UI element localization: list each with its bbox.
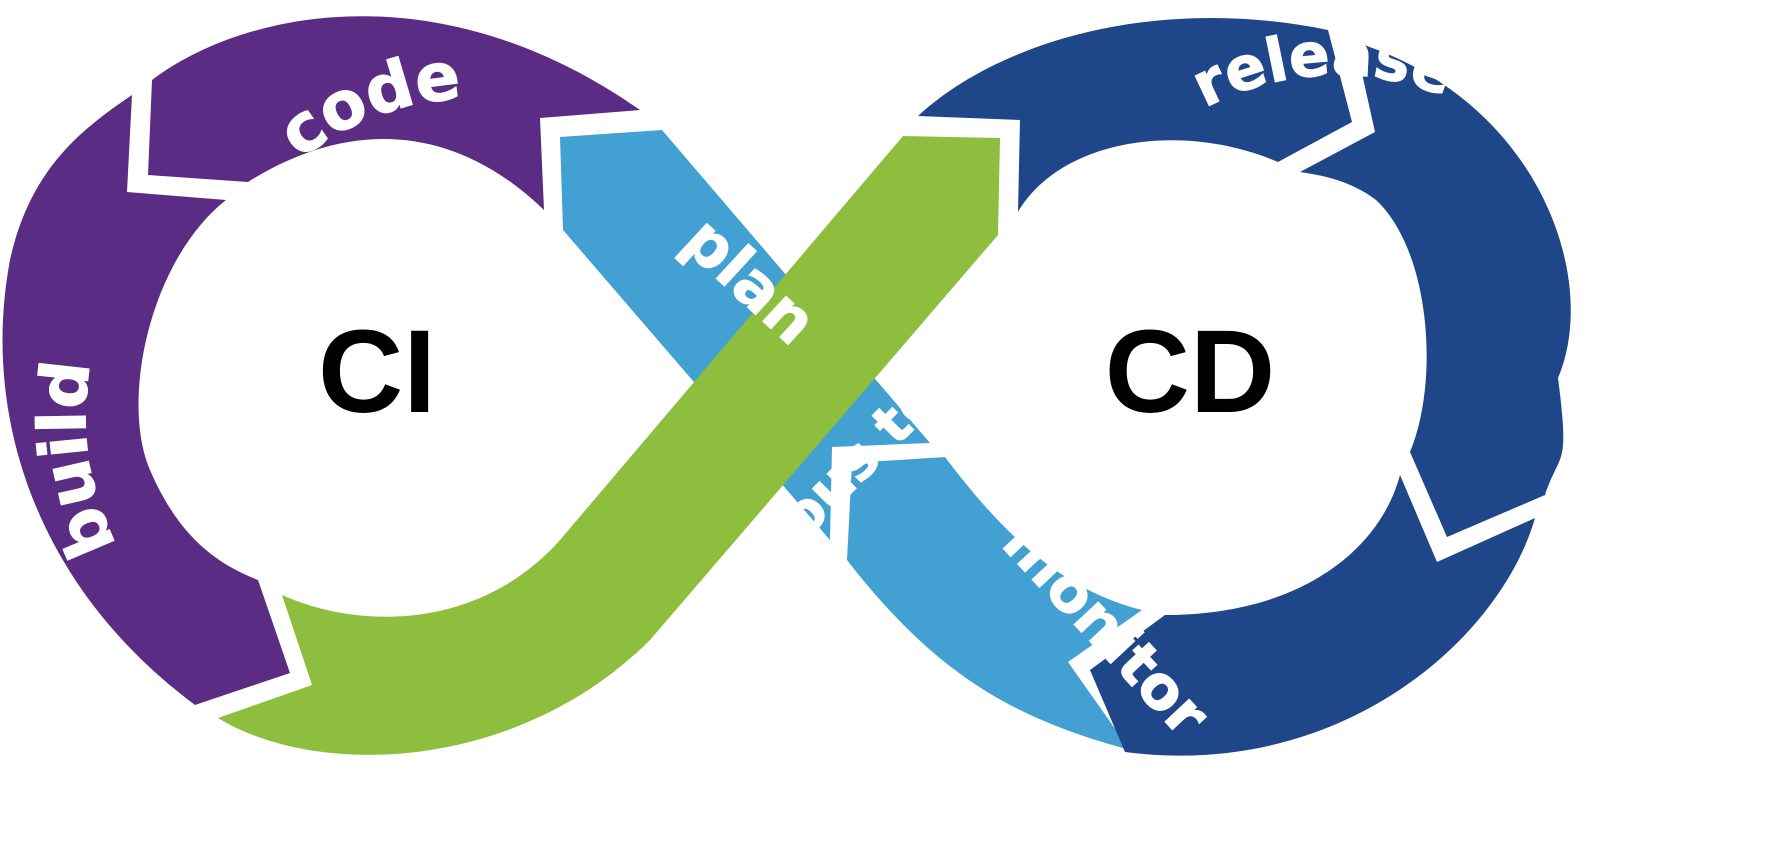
cd-operate-arrow-segment: [1090, 475, 1535, 756]
ci-code-arrow-segment: [148, 16, 640, 211]
deploy-label: deploy: [1611, 209, 1774, 440]
ci-label: CI: [318, 306, 436, 438]
continuous-testing-arrow-segment: [218, 136, 1000, 755]
cd-deploy-arrow-segment: [1300, 42, 1571, 537]
cd-release-arrow-segment: [918, 17, 1352, 212]
ci-build-arrow-segment: [2, 95, 290, 705]
cd-label: CD: [1105, 306, 1275, 438]
monitor-arrow-segment: [847, 457, 1142, 750]
